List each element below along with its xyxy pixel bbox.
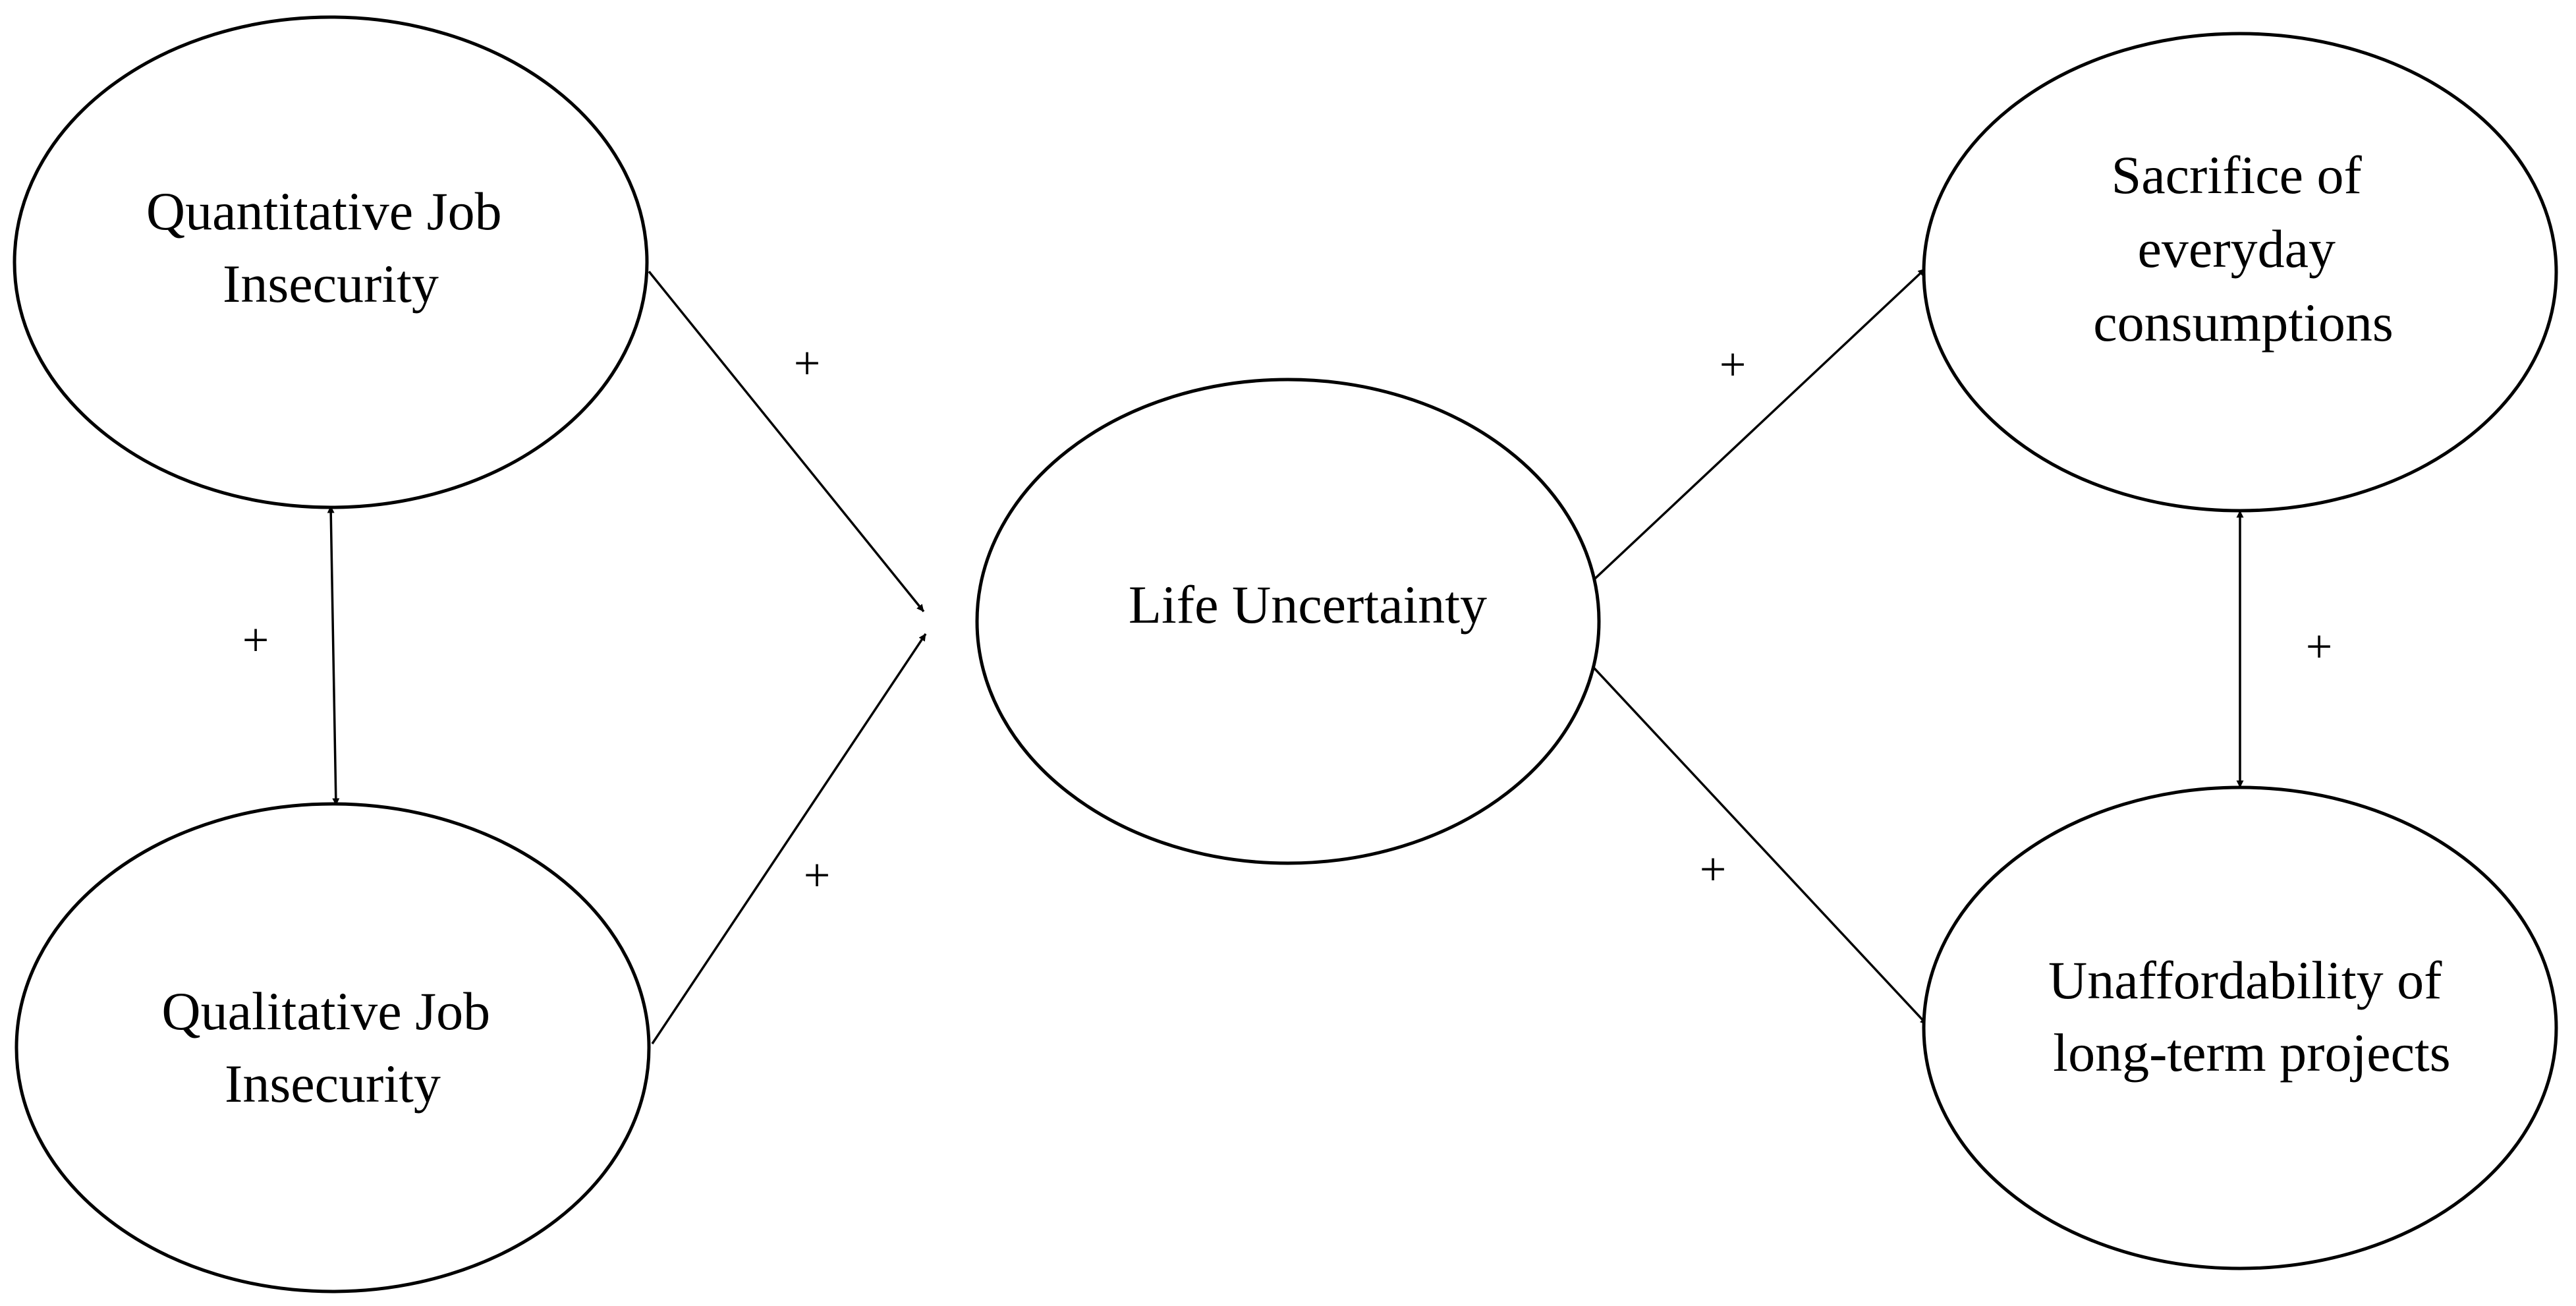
node-label: Quantitative Job Insecurity: [146, 181, 515, 314]
node-ellipse: [14, 802, 651, 1293]
node-label: Unaffordability of long-term projects: [2048, 950, 2455, 1083]
sign-quantitative-qualitative: +: [242, 613, 269, 666]
node-ellipse: [13, 15, 649, 509]
sign-qualitative-to-life: +: [804, 849, 831, 901]
edge-qualitative-to-life: [651, 633, 927, 1044]
node-ellipse: [1922, 32, 2558, 513]
node-label-line: Quantitative Job: [146, 181, 502, 241]
sign-quantitative-to-life: +: [794, 337, 821, 389]
node-sacrifice-of-everyday-consumptions: Sacrifice of everyday consumptions: [1922, 32, 2558, 513]
edges: [327, 268, 2244, 1044]
edge-life-to-sacrifice: [1550, 268, 1926, 621]
node-label-line: Insecurity: [223, 254, 439, 314]
node-ellipse: [975, 378, 1601, 865]
edge-quantitative-to-life: [648, 270, 925, 613]
node-life-uncertainty: Life Uncertainty: [975, 378, 1601, 865]
node-label-line: Unaffordability of: [2048, 950, 2442, 1010]
node-unaffordability-of-long-term-projects: Unaffordability of long-term projects: [1922, 785, 2558, 1270]
edge-quantitative-qualitative: [327, 505, 340, 806]
node-label: Qualitative Job Insecurity: [161, 981, 503, 1114]
node-label-line: long-term projects: [2053, 1023, 2450, 1083]
node-label-line: Insecurity: [225, 1054, 441, 1114]
node-qualitative-job-insecurity: Qualitative Job Insecurity: [14, 802, 651, 1293]
node-ellipse: [1922, 785, 2558, 1270]
node-label: Life Uncertainty: [1129, 575, 1487, 635]
edge-life-to-unaffordability: [1554, 625, 1928, 1026]
node-label-line: Sacrifice of: [2112, 145, 2363, 205]
node-label-line: Life Uncertainty: [1129, 575, 1487, 635]
node-label-line: everyday: [2138, 219, 2336, 279]
node-label-line: consumptions: [2093, 293, 2394, 353]
sign-life-to-unaffordability: +: [1700, 843, 1727, 895]
node-quantitative-job-insecurity: Quantitative Job Insecurity: [13, 15, 649, 509]
node-label: Sacrifice of everyday consumptions: [2093, 145, 2394, 353]
node-label-line: Qualitative Job: [161, 981, 490, 1041]
edge-signs: + + + + + +: [242, 337, 2333, 901]
sign-sacrifice-unaffordability: +: [2306, 620, 2333, 673]
sign-life-to-sacrifice: +: [1720, 338, 1747, 391]
